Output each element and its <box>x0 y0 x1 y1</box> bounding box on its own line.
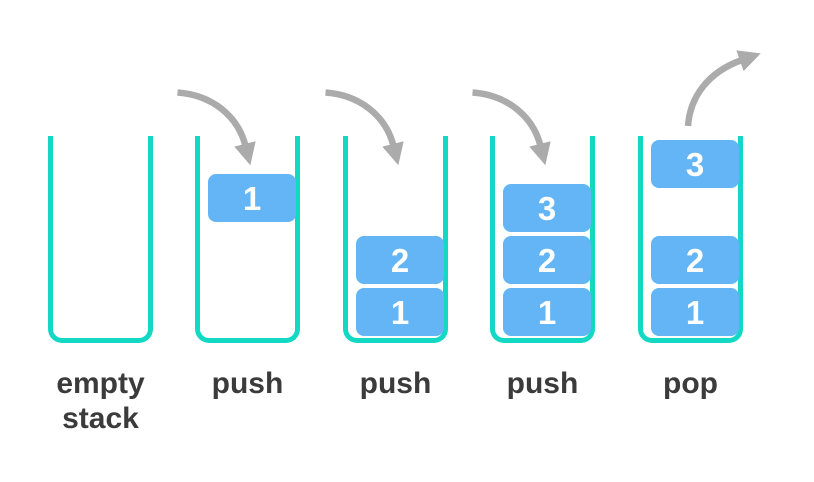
stack-label: push <box>359 367 432 400</box>
stack-label: empty stack <box>56 367 145 435</box>
stack-outline <box>48 136 153 343</box>
item-value: 3 <box>685 145 705 183</box>
item-value: 2 <box>537 241 557 279</box>
stack-item-box: 1 <box>356 288 444 336</box>
stack-outline: 1 <box>195 136 300 343</box>
stack-item-box: 1 <box>208 174 296 222</box>
stack-label: push <box>211 367 284 400</box>
stack-outline: 2 1 <box>343 136 448 343</box>
item-value: 3 <box>537 189 557 227</box>
item-value: 1 <box>685 293 705 331</box>
stack-item-box: 1 <box>651 288 739 336</box>
stack-outline: 3 2 1 <box>638 136 743 343</box>
item-value: 1 <box>390 293 410 331</box>
stack-item-box: 1 <box>503 288 591 336</box>
stack-item-box: 3 <box>503 184 591 232</box>
stack-label: pop <box>663 367 718 400</box>
item-value: 1 <box>537 293 557 331</box>
item-value: 2 <box>390 241 410 279</box>
item-value: 2 <box>685 241 705 279</box>
item-value: 1 <box>242 179 262 217</box>
stack-item-box: 2 <box>651 236 739 284</box>
stack-item-box: 2 <box>503 236 591 284</box>
pop-arrow-icon <box>684 50 761 127</box>
stack-item-box: 2 <box>356 236 444 284</box>
stack-outline: 3 2 1 <box>490 136 595 343</box>
stack-label: push <box>506 367 579 400</box>
stack-item-box: 3 <box>651 140 739 188</box>
